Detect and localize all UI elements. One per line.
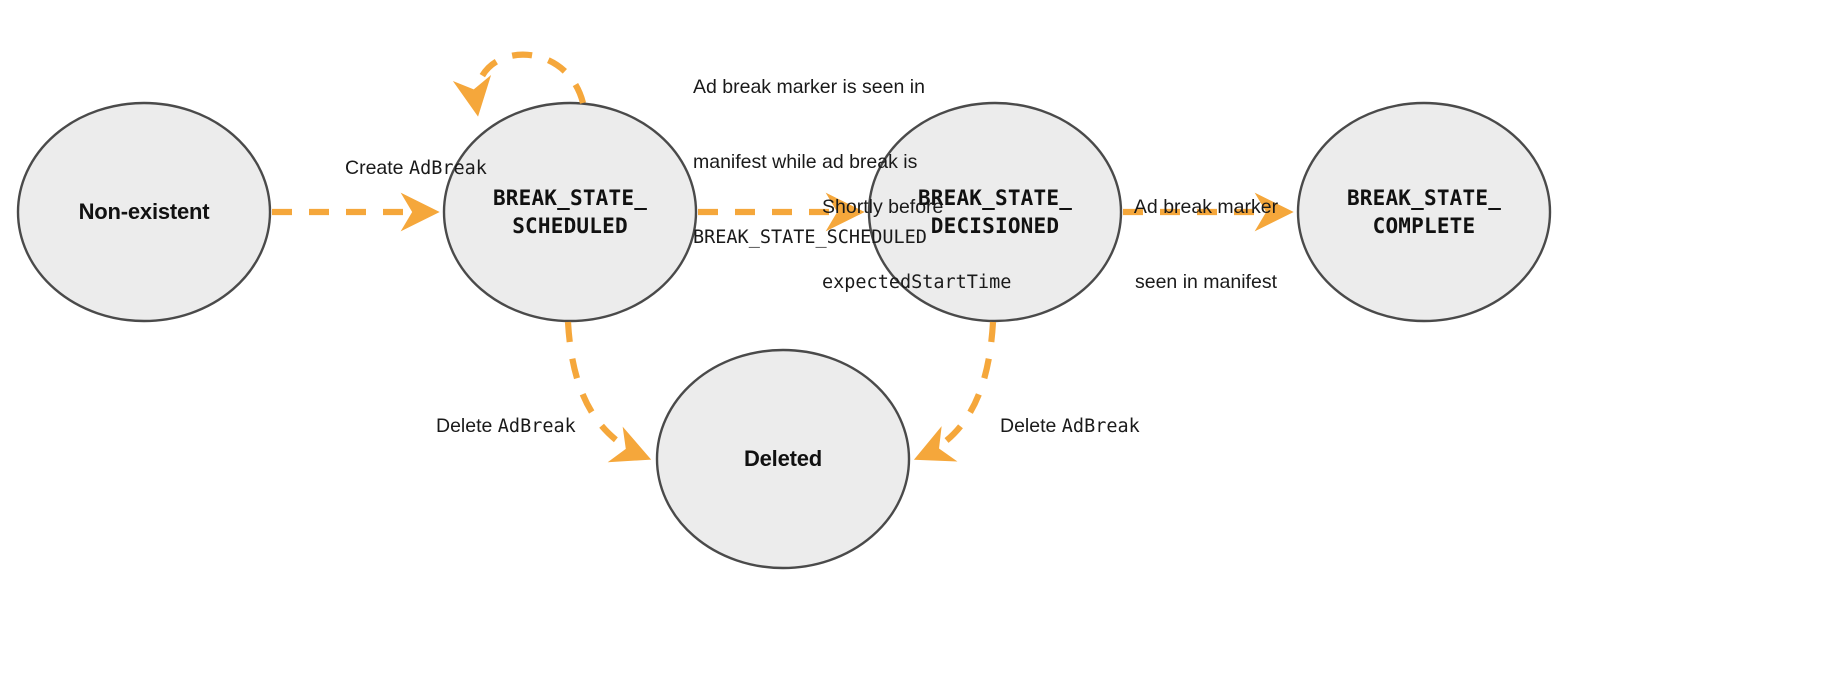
node-shape-non-existent[interactable] <box>16 101 272 323</box>
edge-delete-from-scheduled[interactable] <box>564 321 652 463</box>
edge-label-self-loop-line3: BREAK_STATE_SCHEDULED <box>693 227 927 248</box>
edge-label-delete-right: Delete AdBreak <box>1000 414 1140 439</box>
edge-label-to-decisioned-line2: expectedStartTime <box>822 272 1012 293</box>
edge-label-create-type: AdBreak <box>408 158 487 179</box>
edge-label-to-complete-line2: seen in manifest <box>1134 271 1277 293</box>
edge-label-self-loop-line2: manifest while ad break is <box>693 151 918 173</box>
node-shape-decisioned[interactable] <box>867 101 1123 323</box>
edge-label-self-loop-line1: Ad break marker is seen in <box>693 76 925 98</box>
edge-label-create: Create AdBreak <box>345 156 487 181</box>
node-shape-complete[interactable] <box>1296 101 1552 323</box>
edge-label-delete-left: Delete AdBreak <box>436 414 576 439</box>
edge-label-delete-left-type: AdBreak <box>497 416 576 437</box>
edge-label-delete-left-verb: Delete <box>436 415 498 437</box>
edge-self-loop[interactable] <box>452 51 587 117</box>
node-shapes <box>16 101 1552 570</box>
edge-label-to-decisioned: Shortly before expectedStartTime <box>822 145 1011 345</box>
edge-label-to-decisioned-line1: Shortly before <box>822 196 944 218</box>
edge-label-delete-right-type: AdBreak <box>1061 416 1140 437</box>
edge-label-create-verb: Create <box>345 157 409 179</box>
edge-paths <box>272 51 1294 463</box>
node-shape-scheduled[interactable] <box>442 101 698 323</box>
node-shape-deleted[interactable] <box>655 348 911 570</box>
edge-label-delete-right-verb: Delete <box>1000 415 1062 437</box>
edge-delete-from-decisioned[interactable] <box>913 321 997 462</box>
edge-label-self-loop: Ad break marker is seen in manifest whil… <box>693 25 927 300</box>
edge-label-to-complete: Ad break marker seen in manifest <box>1134 145 1278 345</box>
edge-label-to-complete-line1: Ad break marker <box>1133 196 1279 218</box>
